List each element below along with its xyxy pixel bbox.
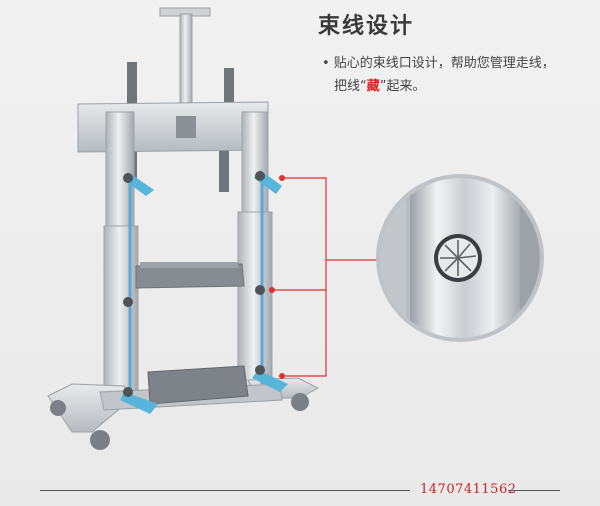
cable-management-hole-closeup xyxy=(376,174,544,342)
middle-shelf xyxy=(135,262,245,289)
section-title: 束线设计 xyxy=(318,14,415,39)
left-column xyxy=(103,111,139,397)
blue-cable-tie-icon xyxy=(120,170,288,414)
footer-rule-right xyxy=(508,490,560,491)
footer-rule-left xyxy=(40,490,410,491)
top-pole xyxy=(159,7,211,119)
callout-lines xyxy=(272,177,380,377)
description-line-2: 把线“藏”起来。 xyxy=(322,75,592,98)
highlight-word: 藏 xyxy=(366,79,380,94)
description-suffix: 起来。 xyxy=(386,79,426,94)
feature-description: • 贴心的束线口设计，帮助您管理走线， 把线“藏”起来。 xyxy=(322,52,592,98)
cable-paths xyxy=(128,176,264,392)
description-prefix: 把线 xyxy=(334,79,361,94)
right-column xyxy=(237,111,273,391)
base-frame xyxy=(47,365,320,450)
quote-open: “ xyxy=(360,79,367,94)
description-line-1: • 贴心的束线口设计，帮助您管理走线， xyxy=(322,56,555,71)
contact-number: 14707411562 xyxy=(420,482,517,497)
quote-close: ” xyxy=(379,79,387,94)
